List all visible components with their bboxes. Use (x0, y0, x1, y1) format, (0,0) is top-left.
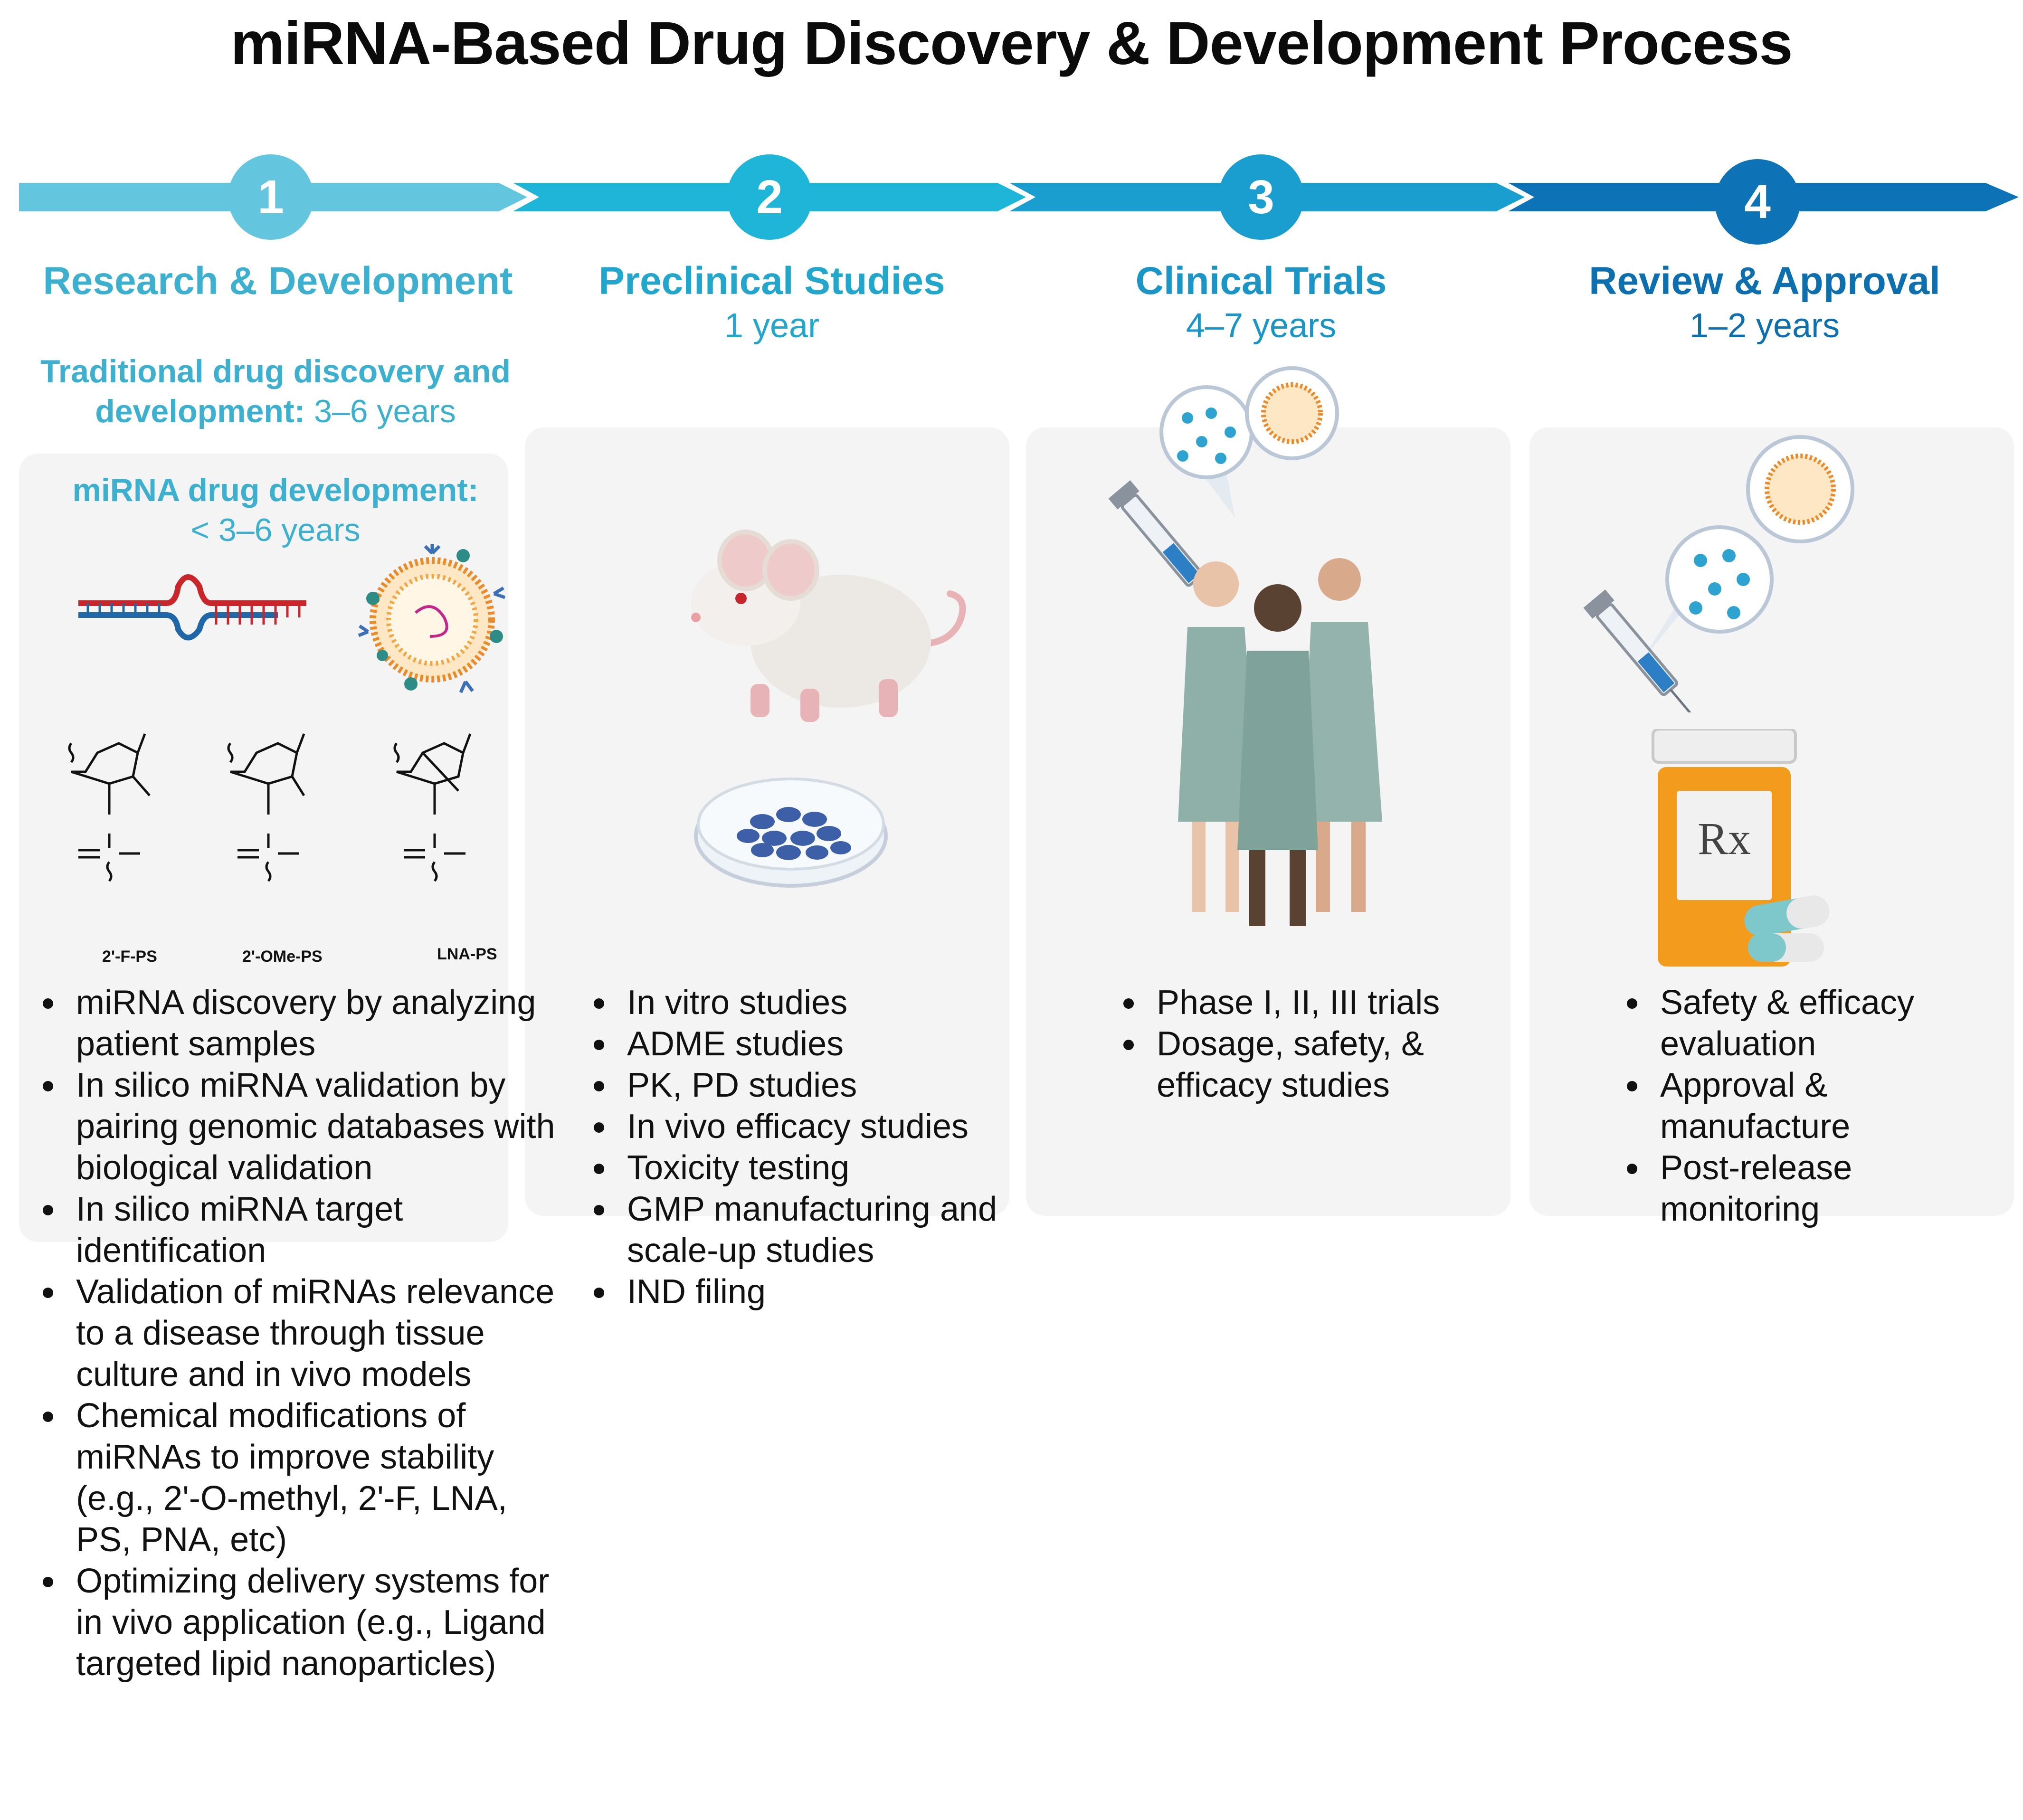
list-item: Optimizing delivery systems for in vivo … (43, 1561, 556, 1685)
petri-dish-illustration (694, 777, 888, 888)
list-item: IND filing (594, 1271, 1083, 1313)
list-item: Post-release monitoring (1627, 1147, 2021, 1230)
chem-label-lna-ps: LNA-PS (437, 945, 497, 963)
page-title: miRNA-Based Drug Discovery & Development… (230, 9, 1793, 77)
list-item: Dosage, safety, & efficacy studies (1123, 1024, 1480, 1106)
step-2-bullets: In vitro studies ADME studies PK, PD stu… (587, 982, 1083, 1313)
chem-label-2ome-ps: 2'-OMe-PS (242, 948, 323, 966)
list-item: miRNA discovery by analyzing patient sam… (43, 982, 556, 1065)
mouse-illustration (691, 530, 966, 722)
chemical-structures-illustration (68, 733, 472, 882)
chem-label-2f-ps: 2'-F-PS (102, 948, 157, 966)
step-2-duration: 1 year (724, 307, 820, 345)
list-item: PK, PD studies (594, 1065, 1083, 1106)
step-3-bullets: Phase I, II, III trials Dosage, safety, … (1116, 982, 1480, 1106)
step-4-title: Review & Approval (1589, 259, 1940, 303)
syringe-nanoparticle-illustration-3 (1108, 366, 1339, 598)
step-1-bullets: miRNA discovery by analyzing patient sam… (36, 982, 556, 1685)
step-number-1: 1 (228, 154, 313, 240)
mirna-hairpin-illustration (78, 574, 306, 641)
step-4-bullets: Safety & efficacy evaluation Approval & … (1620, 982, 2021, 1230)
rx-label: Rx (1697, 813, 1751, 864)
mirna-duration-label: miRNA drug development: < 3–6 years (38, 470, 513, 550)
pill-bottle-illustration: Rx (1648, 729, 1848, 976)
step-number-4: 4 (1715, 159, 1800, 245)
list-item: Validation of miRNAs relevance to a dise… (43, 1271, 556, 1395)
traditional-label: Traditional drug discovery and developme… (40, 353, 511, 429)
step-4-duration: 1–2 years (1689, 307, 1840, 345)
step-1-title: Research & Development (43, 259, 513, 303)
list-item: In silico miRNA validation by pairing ge… (43, 1065, 556, 1189)
list-item: Chemical modifications of miRNAs to impr… (43, 1395, 556, 1561)
mirna-label: miRNA drug development: (72, 472, 479, 508)
step-number-3: 3 (1218, 154, 1304, 240)
list-item: ADME studies (594, 1024, 1083, 1065)
list-item: GMP manufacturing and scale-up studies (594, 1189, 1083, 1271)
step-2-title: Preclinical Studies (598, 259, 945, 303)
list-item: Approval & manufacture (1627, 1065, 2021, 1147)
list-item: Toxicity testing (594, 1147, 1083, 1189)
syringe-nanoparticle-illustration-4 (1583, 435, 1854, 712)
list-item: In silico miRNA target identification (43, 1189, 556, 1271)
list-item: In vivo efficacy studies (594, 1106, 1083, 1147)
list-item: In vitro studies (594, 982, 1083, 1024)
mirna-value: < 3–6 years (190, 512, 361, 548)
step-number-2: 2 (727, 154, 812, 240)
list-item: Safety & efficacy evaluation (1627, 982, 2021, 1065)
list-item: Phase I, II, III trials (1123, 982, 1480, 1024)
step-3-title: Clinical Trials (1135, 259, 1387, 303)
step-3-duration: 4–7 years (1186, 307, 1337, 345)
traditional-value: 3–6 years (314, 393, 456, 429)
lipid-nanoparticle-illustration (358, 544, 506, 693)
patients-illustration (1178, 558, 1382, 926)
traditional-duration-label: Traditional drug discovery and developme… (38, 351, 513, 431)
